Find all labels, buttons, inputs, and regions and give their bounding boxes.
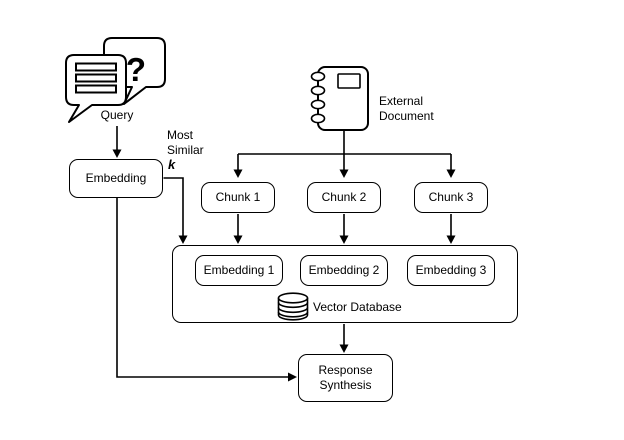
node-chunk-2-label: Chunk 2 — [321, 190, 367, 204]
node-embedding-3: Embedding 3 — [407, 255, 495, 286]
node-embedding-1: Embedding 1 — [195, 255, 283, 286]
arrowhead-down — [233, 235, 243, 244]
query-label: Query — [100, 108, 134, 122]
arrow-most-similar-to-db — [163, 177, 184, 236]
arrowhead-right — [288, 372, 297, 382]
text-bubble-line — [75, 62, 117, 72]
arrowhead-down — [446, 169, 456, 178]
node-chunk-1: Chunk 1 — [201, 182, 275, 213]
notebook-ring — [310, 99, 326, 110]
external-document-label: External Document — [379, 94, 434, 123]
vector-database-label: Vector Database — [313, 300, 402, 314]
text-bubble-line — [75, 73, 117, 83]
node-response-synthesis-label: Response Synthesis — [318, 363, 372, 393]
arrowhead-down — [339, 344, 349, 353]
notebook-ring — [310, 85, 326, 96]
node-chunk-3: Chunk 3 — [414, 182, 488, 213]
arrow-document-to-chunks — [237, 131, 452, 170]
node-chunk-2: Chunk 2 — [307, 182, 381, 213]
arrowhead-down — [112, 149, 122, 158]
response-line1: Response — [318, 363, 373, 377]
external-document-line2: Document — [379, 108, 434, 123]
node-chunk-1-label: Chunk 1 — [215, 190, 261, 204]
arrowhead-down — [233, 169, 243, 178]
arrowhead-down — [446, 235, 456, 244]
notebook-label — [337, 73, 361, 89]
most-similar-label: Most Similar — [167, 128, 204, 157]
node-chunk-3-label: Chunk 3 — [428, 190, 474, 204]
notebook-ring — [310, 71, 326, 82]
arrowhead-down — [339, 235, 349, 244]
most-similar-line2: Similar — [167, 142, 204, 157]
external-document-line1: External — [379, 94, 424, 108]
node-query-embedding: Embedding — [69, 159, 163, 198]
node-query-embedding-label: Embedding — [85, 171, 147, 185]
question-bubble — [103, 37, 166, 105]
node-embedding-2: Embedding 2 — [300, 255, 388, 286]
text-bubble-line — [75, 84, 117, 94]
k-label: k — [168, 157, 176, 172]
most-similar-line1: Most — [167, 128, 194, 142]
arrowhead-down — [339, 169, 349, 178]
node-response-synthesis: Response Synthesis — [298, 354, 393, 402]
node-embedding-1-label: Embedding 1 — [203, 263, 275, 277]
node-embedding-3-label: Embedding 3 — [415, 263, 487, 277]
response-line2: Synthesis — [319, 378, 372, 392]
question-mark: ? — [126, 51, 146, 88]
notebook-body — [317, 66, 369, 131]
arrowhead-down — [178, 235, 188, 244]
node-embedding-2-label: Embedding 2 — [308, 263, 380, 277]
arrow-chunks-to-db — [237, 214, 452, 236]
notebook-ring — [310, 113, 326, 124]
external-document-icon — [310, 66, 369, 131]
